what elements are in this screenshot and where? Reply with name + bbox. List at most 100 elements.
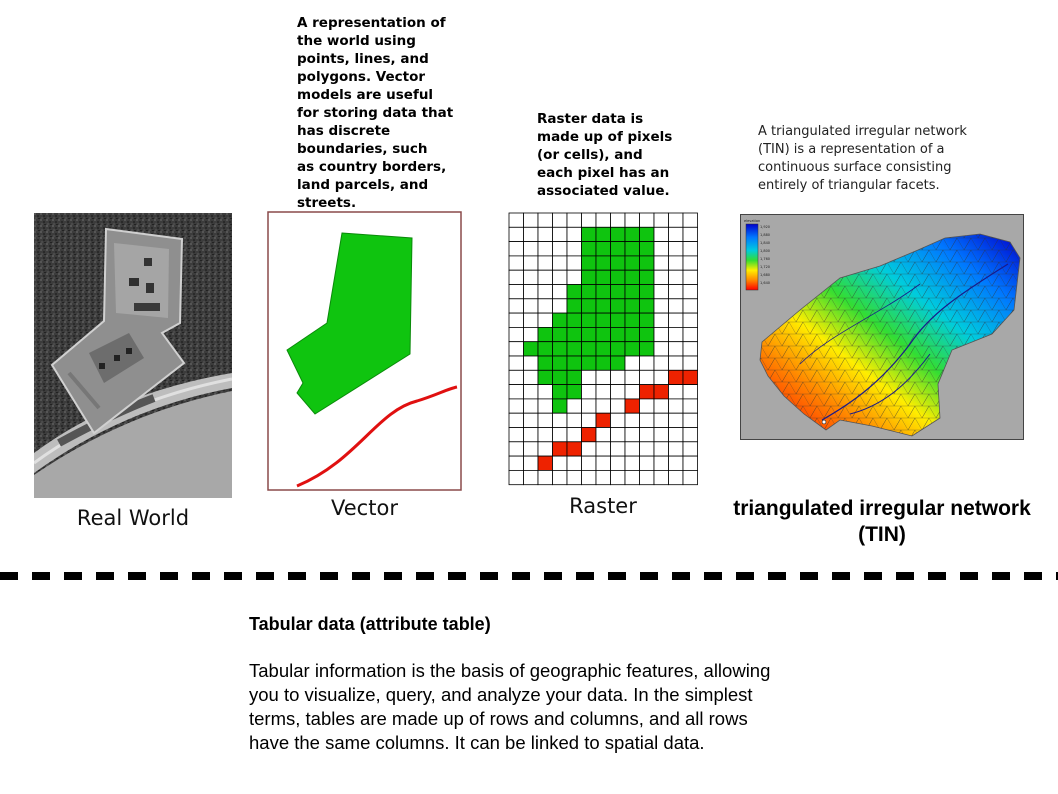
raster-cell [537, 455, 553, 471]
svg-text:1,880: 1,880 [760, 233, 770, 237]
raster-cell [537, 241, 553, 257]
tin-caption-line2: (TIN) [858, 523, 906, 546]
raster-cell [624, 212, 640, 228]
raster-cell [508, 284, 524, 300]
raster-cell [566, 427, 582, 443]
raster-cell [639, 284, 655, 300]
raster-cell [581, 398, 597, 414]
raster-cell [566, 255, 582, 271]
raster-cell [653, 398, 669, 414]
raster-cell [682, 341, 698, 357]
raster-cell [668, 298, 684, 314]
raster-cell [508, 327, 524, 343]
raster-cell [566, 355, 582, 371]
raster-cell [566, 212, 582, 228]
raster-cell [581, 355, 597, 371]
raster-cell [523, 241, 539, 257]
raster-cell [624, 469, 640, 486]
raster-cell [624, 241, 640, 257]
raster-grid [508, 212, 698, 486]
raster-cell [523, 469, 539, 486]
aerial-photo-image [34, 213, 232, 498]
raster-cell [523, 298, 539, 314]
raster-cell [653, 455, 669, 471]
raster-cell [668, 255, 684, 271]
raster-cell [566, 298, 582, 314]
raster-cell [653, 226, 669, 243]
raster-cell [566, 269, 582, 285]
raster-cell [566, 241, 582, 257]
raster-cell [668, 341, 684, 357]
raster-cell [639, 269, 655, 285]
raster-cell [639, 298, 655, 314]
raster-cell [566, 469, 582, 486]
tabular-title: Tabular data (attribute table) [249, 614, 491, 634]
raster-cell [508, 412, 524, 428]
raster-cell [668, 269, 684, 285]
raster-cell [682, 369, 698, 386]
raster-cell [523, 327, 539, 343]
raster-cell [508, 369, 524, 386]
raster-cell [523, 384, 539, 400]
raster-cell [682, 255, 698, 271]
raster-cell [581, 455, 597, 471]
raster-cell [566, 412, 582, 428]
raster-cell [523, 312, 539, 328]
raster-cell [595, 312, 611, 328]
raster-cell [508, 298, 524, 314]
raster-cell [537, 284, 553, 300]
raster-cell [682, 355, 698, 371]
svg-text:1,720: 1,720 [760, 265, 770, 269]
raster-cell [595, 455, 611, 471]
raster-cell [668, 312, 684, 328]
raster-cell [653, 427, 669, 443]
raster-cell [595, 469, 611, 486]
raster-cell [537, 384, 553, 400]
raster-cell [566, 284, 582, 300]
raster-cell [537, 427, 553, 443]
raster-cell [624, 427, 640, 443]
raster-cell [566, 455, 582, 471]
raster-cell [552, 384, 568, 400]
svg-text:1,800: 1,800 [760, 249, 770, 253]
raster-cell [653, 412, 669, 428]
raster-cell [523, 441, 539, 457]
raster-cell [653, 469, 669, 486]
raster-cell [508, 455, 524, 471]
raster-cell [610, 312, 626, 328]
raster-cell [668, 212, 684, 228]
tabular-body: Tabular information is the basis of geog… [249, 660, 771, 753]
raster-cell [566, 369, 582, 386]
raster-cell [610, 298, 626, 314]
vector-description: A representation of the world using poin… [297, 15, 454, 211]
raster-cell [566, 341, 582, 357]
raster-cell [523, 412, 539, 428]
raster-cell [639, 469, 655, 486]
raster-cell [653, 298, 669, 314]
raster-cell [523, 212, 539, 228]
raster-cell [581, 298, 597, 314]
raster-cell [653, 269, 669, 285]
raster-cell [639, 355, 655, 371]
raster-cell [508, 341, 524, 357]
vector-panel [267, 211, 462, 491]
raster-cell [624, 441, 640, 457]
tin-description: A triangulated irregular network (TIN) i… [758, 124, 967, 193]
raster-cell [552, 427, 568, 443]
raster-cell [653, 369, 669, 386]
raster-cell [639, 312, 655, 328]
raster-cell [682, 212, 698, 228]
tin-legend [745, 223, 759, 291]
raster-cell [610, 455, 626, 471]
raster-cell [610, 384, 626, 400]
raster-cell [610, 226, 626, 243]
raster-cell [682, 298, 698, 314]
raster-cell [595, 298, 611, 314]
raster-cell [595, 427, 611, 443]
raster-cell [581, 255, 597, 271]
raster-cell [508, 398, 524, 414]
raster-cell [624, 269, 640, 285]
raster-cell [639, 455, 655, 471]
raster-cell [552, 412, 568, 428]
raster-cell [682, 455, 698, 471]
